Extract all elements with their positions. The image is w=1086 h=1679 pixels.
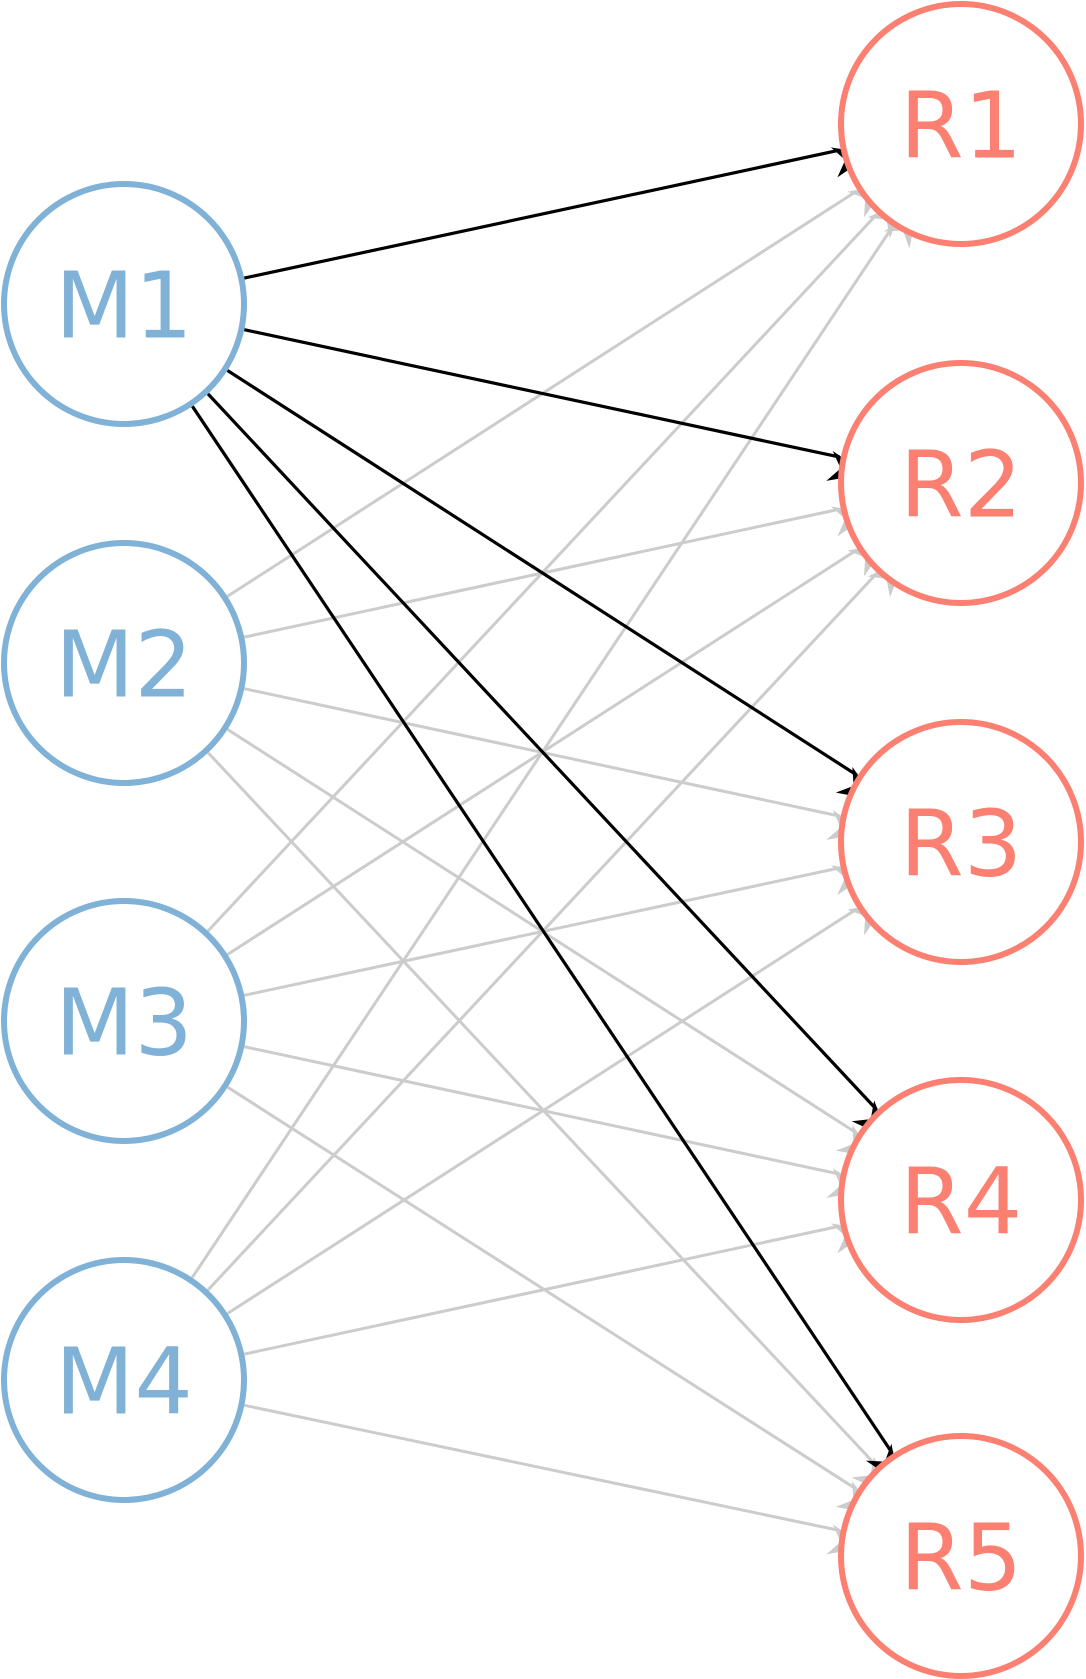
node-m1: M1 xyxy=(1,181,247,427)
node-label-r1: R1 xyxy=(900,73,1022,180)
node-m4: M4 xyxy=(1,1257,247,1503)
node-r2: R2 xyxy=(838,360,1084,606)
node-circle-r1 xyxy=(838,1,1084,247)
node-circle-r2 xyxy=(838,360,1084,606)
edge-m3-r5 xyxy=(226,1085,876,1515)
node-r5: R5 xyxy=(838,1433,1084,1679)
node-m2: M2 xyxy=(1,540,247,786)
node-circle-m2 xyxy=(1,540,247,786)
edge-m1-r3 xyxy=(226,369,876,801)
node-circle-m3 xyxy=(1,898,247,1144)
node-circle-m1 xyxy=(1,181,247,427)
edge-m1-r5 xyxy=(191,405,900,1484)
node-label-r5: R5 xyxy=(900,1505,1022,1612)
node-r4: R4 xyxy=(838,1077,1084,1323)
edge-m4-r4 xyxy=(243,1223,872,1356)
edge-m1-r4 xyxy=(206,392,889,1139)
edge-m1-r2 xyxy=(243,328,867,481)
edge-m1-r1 xyxy=(243,147,872,280)
node-label-r4: R4 xyxy=(900,1149,1022,1256)
node-circle-r3 xyxy=(838,719,1084,965)
node-label-r3: R3 xyxy=(900,791,1022,898)
edge-m4-r3 xyxy=(226,902,888,1315)
node-label-m4: M4 xyxy=(55,1329,193,1436)
node-label-r2: R2 xyxy=(900,432,1022,539)
highlighted-edges-group xyxy=(191,147,900,1484)
node-label-m1: M1 xyxy=(55,253,193,360)
node-circle-r5 xyxy=(838,1433,1084,1679)
node-m3: M3 xyxy=(1,898,247,1144)
node-r3: R3 xyxy=(838,719,1084,965)
node-r1: R1 xyxy=(838,1,1084,247)
edge-m4-r5 xyxy=(244,1403,867,1555)
node-circle-m4 xyxy=(1,1257,247,1503)
node-label-m3: M3 xyxy=(55,970,193,1077)
node-circle-r4 xyxy=(838,1077,1084,1323)
node-label-m2: M2 xyxy=(55,612,193,719)
